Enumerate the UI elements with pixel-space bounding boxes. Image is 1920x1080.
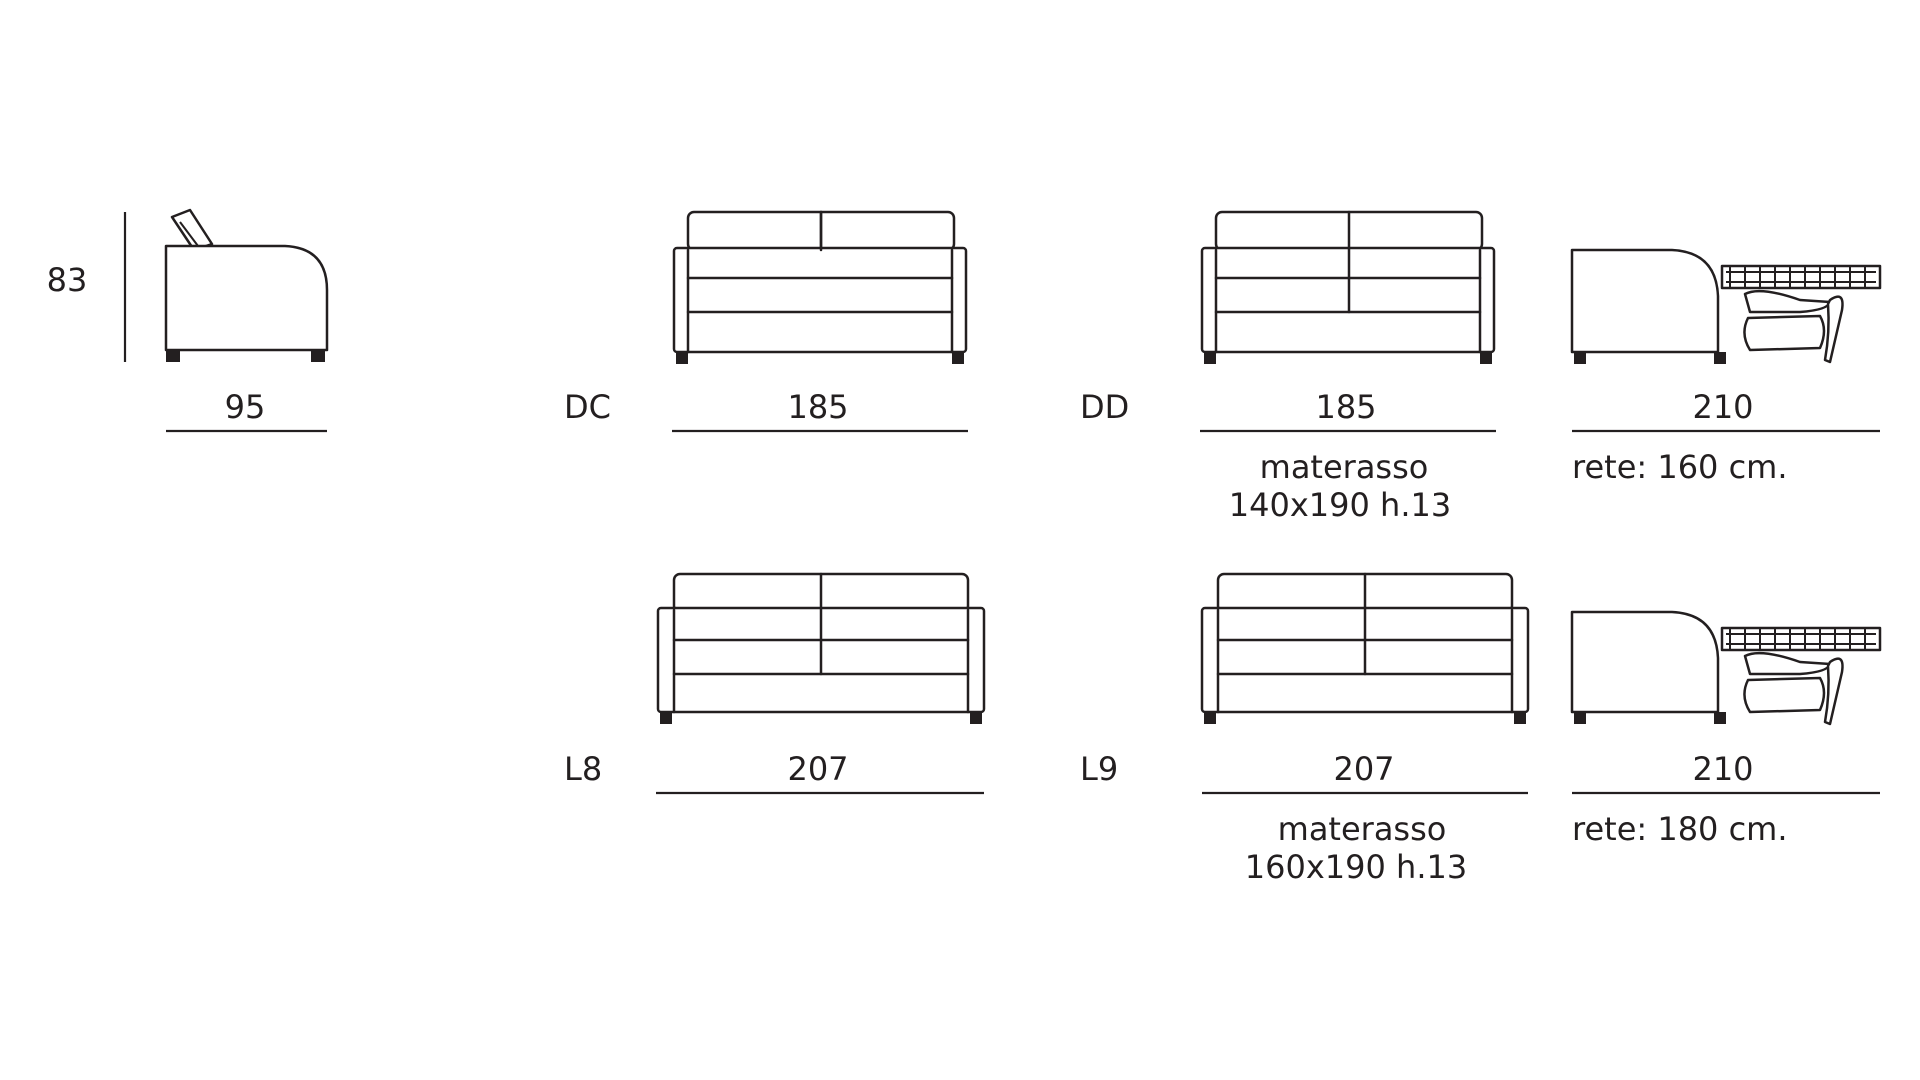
foot-right bbox=[970, 712, 982, 724]
foot-left bbox=[1574, 352, 1586, 364]
mattress-label: materasso bbox=[1278, 810, 1447, 848]
model-code: L8 bbox=[564, 750, 602, 788]
armchair-foot-front bbox=[166, 350, 180, 362]
bed-frame bbox=[1570, 610, 1720, 714]
sofa-bed-open-side-view-l9 bbox=[1570, 610, 1882, 726]
foot-left bbox=[660, 712, 672, 724]
model-l8: L8 207 bbox=[564, 572, 986, 795]
model-dd: DD 185 materasso 140x190 h.13 210 rete: … bbox=[1080, 210, 1882, 524]
mattress-size: 140x190 h.13 bbox=[1229, 486, 1451, 524]
bed-frame bbox=[1570, 248, 1720, 354]
width-value: 207 bbox=[1333, 750, 1394, 788]
model-code: DD bbox=[1080, 388, 1129, 426]
seat-body bbox=[672, 246, 968, 354]
width-value: 185 bbox=[787, 388, 848, 426]
foot-left bbox=[1204, 712, 1216, 724]
sofa-front-view-dd bbox=[1200, 210, 1496, 364]
armchair-side-view: 83 95 bbox=[47, 208, 329, 433]
foot-right bbox=[1714, 352, 1726, 364]
mechanism-leg bbox=[1823, 295, 1844, 364]
height-value: 83 bbox=[47, 261, 88, 299]
folded-cushion-bottom bbox=[1743, 676, 1826, 714]
sofa-front-view-l8 bbox=[656, 572, 986, 724]
model-l9: L9 207 materasso 160x190 h.13 210 rete: … bbox=[1080, 572, 1882, 886]
model-code: L9 bbox=[1080, 750, 1118, 788]
slats bbox=[1729, 628, 1866, 650]
cushion-seam bbox=[179, 221, 199, 247]
sofa-front-view-l9 bbox=[1200, 572, 1530, 724]
net-label: rete: 180 cm. bbox=[1572, 810, 1788, 848]
depth-value: 95 bbox=[225, 388, 266, 426]
foot-right bbox=[952, 352, 964, 364]
foot-left bbox=[1204, 352, 1216, 364]
foot-left bbox=[676, 352, 688, 364]
sofa-bed-open-side-view-dd bbox=[1570, 248, 1882, 364]
side-cushion bbox=[170, 208, 214, 252]
foot-right bbox=[1514, 712, 1526, 724]
mattress-size: 160x190 h.13 bbox=[1245, 848, 1467, 886]
armchair-foot-back bbox=[311, 350, 325, 362]
mattress-label: materasso bbox=[1260, 448, 1429, 486]
foot-right bbox=[1714, 712, 1726, 724]
open-length-value: 210 bbox=[1692, 750, 1753, 788]
mechanism-leg bbox=[1823, 657, 1844, 726]
foot-left bbox=[1574, 712, 1586, 724]
sofa-front-view-dc bbox=[672, 210, 968, 364]
folded-cushion-top bbox=[1743, 651, 1832, 676]
folded-cushion-top bbox=[1743, 289, 1832, 314]
width-value: 207 bbox=[787, 750, 848, 788]
model-code: DC bbox=[564, 388, 611, 426]
open-length-value: 210 bbox=[1692, 388, 1753, 426]
folded-cushion-bottom bbox=[1743, 314, 1826, 352]
net-label: rete: 160 cm. bbox=[1572, 448, 1788, 486]
model-dc: DC 185 bbox=[564, 210, 968, 433]
slats bbox=[1729, 266, 1866, 288]
width-value: 185 bbox=[1315, 388, 1376, 426]
foot-right bbox=[1480, 352, 1492, 364]
armchair-body bbox=[164, 244, 329, 352]
